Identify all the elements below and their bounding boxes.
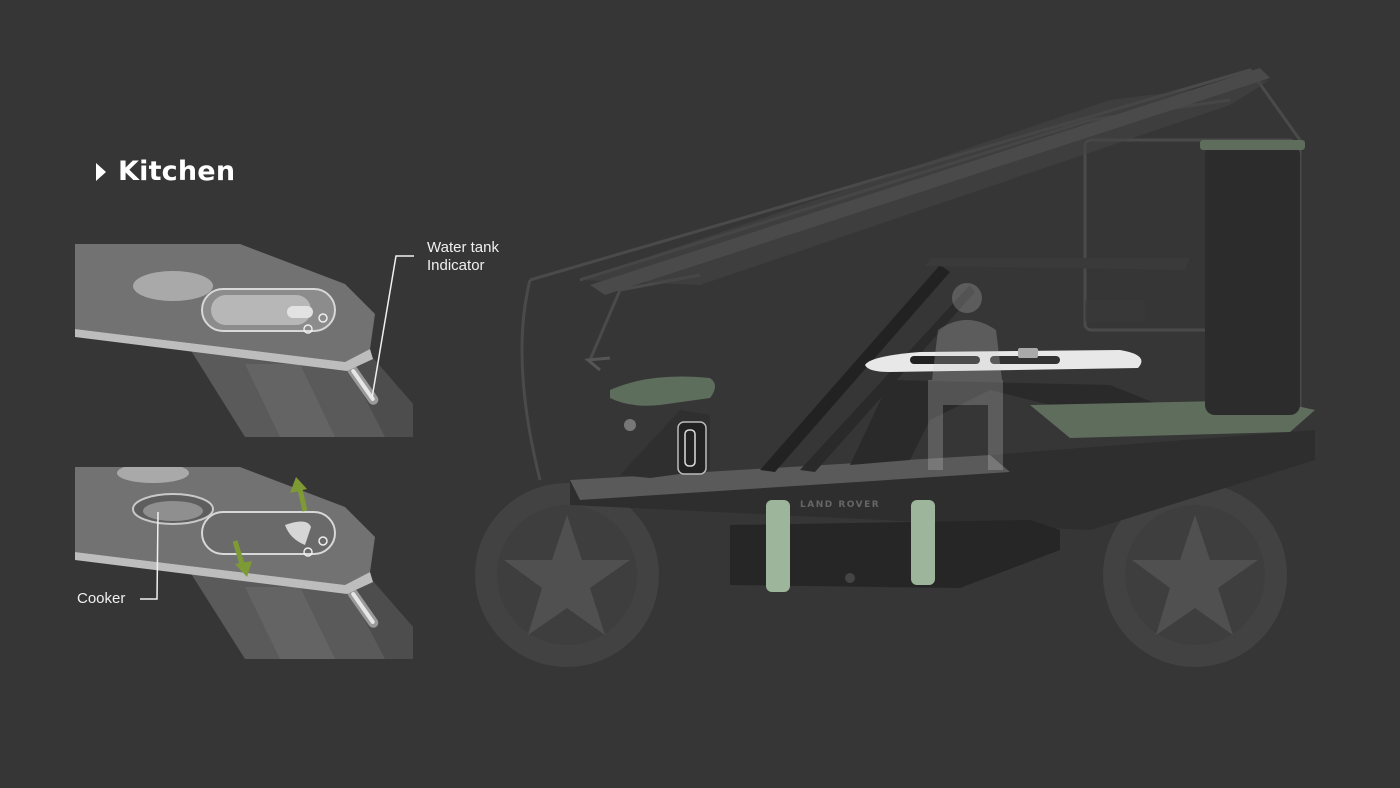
detail-image-water-tank xyxy=(75,244,413,437)
rear-wheel xyxy=(475,483,659,667)
person-silhouette xyxy=(928,283,1003,470)
section-heading: Kitchen xyxy=(96,156,235,187)
water-tank-indicator-label: Water tank Indicator xyxy=(427,239,499,274)
cooker-label: Cooker xyxy=(77,590,126,607)
arrow-down-icon xyxy=(232,540,252,577)
vehicle-illustration: LAND ROVER xyxy=(475,68,1315,667)
section-title: Kitchen xyxy=(118,156,236,187)
play-triangle-icon xyxy=(96,162,106,181)
front-wheel xyxy=(1103,483,1287,667)
detail-image-cooker xyxy=(75,467,413,659)
arrow-up-icon xyxy=(290,477,308,512)
brand-badge: LAND ROVER xyxy=(800,500,880,510)
